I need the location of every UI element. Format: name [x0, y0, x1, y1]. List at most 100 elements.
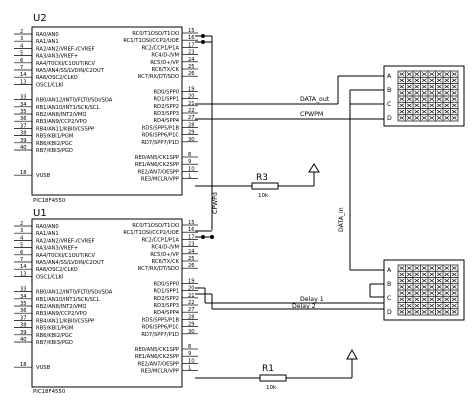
- chip-u1-pin-number: 1: [188, 366, 191, 372]
- led-matrix-top-pin-label: D: [387, 115, 392, 122]
- led-matrix-bottom-pin-label: D: [387, 309, 392, 316]
- resistor-r1[interactable]: [259, 374, 287, 382]
- chip-u1-pin-number: 27: [188, 307, 195, 313]
- chip-u1-pin-number: 37: [20, 315, 27, 321]
- chip-u2-pin-number: 14: [20, 72, 27, 78]
- chip-u2-pin-number: 29: [188, 130, 195, 136]
- chip-u1-pin-number: 10: [188, 358, 195, 364]
- chip-u1-pin-number: 19: [188, 278, 195, 284]
- chip-u1-pin-label: OSC1/CLKI: [36, 274, 64, 280]
- chip-u1-pin-number: 28: [188, 314, 195, 320]
- chip-u1-pin-label: RA0/AN0: [36, 224, 59, 230]
- chip-u2-pin-label: RD0/SPP0: [154, 89, 180, 95]
- chip-u1-pin-label: RE0/AN5/CK1SPP: [135, 347, 179, 353]
- chip-u2-pin-number: 28: [188, 122, 195, 128]
- chip-u1-pin-number: 40: [20, 337, 27, 343]
- chip-u2-pin-number: 1: [188, 174, 191, 180]
- chip-u2-pin-number: 3: [20, 36, 23, 42]
- chip-u2-pin-number: 15: [188, 28, 195, 34]
- chip-u2-pin-label: RA0/AN0: [36, 32, 59, 38]
- chip-u1-pin-number: 15: [188, 220, 195, 226]
- chip-u1-pin-number: 8: [188, 344, 191, 350]
- chip-u1-pin-label: RD2/SPP2: [154, 296, 180, 302]
- chip-u1-pin-label: RE1/AN6/CK2SPP: [135, 354, 179, 360]
- chip-u2-pin-number: 30: [188, 137, 195, 143]
- chip-u1-pin-label: RA4/T0CKI/C1OUT/RCV: [36, 253, 95, 259]
- chip-u1-ref: U1: [33, 208, 47, 219]
- chip-u1-pin-label: RA3/AN3/VREF+: [36, 246, 78, 252]
- chip-u2-pin-label: RD1/SPP1: [154, 97, 180, 103]
- chip-u2-pin-label: RE0/AN5/CK1SPP: [135, 155, 179, 161]
- chip-u1-pin-label: RE3/MCLR/VPP: [141, 369, 179, 375]
- chip-u1-pin-number: 22: [188, 300, 195, 306]
- chip-u2-pin-label: RA3/AN3/VREF+: [36, 54, 78, 60]
- chip-u1-pin-label: RA6/OSC2/CLKO: [36, 267, 78, 273]
- chip-u2-pin-number: 25: [188, 64, 195, 70]
- chip-u2-pin-number: 38: [20, 131, 27, 137]
- chip-u2-pin-label: RB0/AN12/INT0/FLT0/SDI/SDA: [36, 98, 113, 104]
- chip-u1-pin-number: 38: [20, 323, 27, 329]
- chip-u1-pin-label: RB4/AN11/KBI0/CSSPP: [36, 318, 94, 324]
- chip-u1-pin-label: RB0/AN12/INT0/FLT0/SDI/SDA: [36, 290, 113, 296]
- chip-u2-pin-label: RB3/AN9/CCP2/VPO: [36, 119, 87, 125]
- chip-u1-pin-label: RA1/AN1: [36, 231, 59, 237]
- chip-u2-pin-number: 10: [188, 166, 195, 172]
- chip-u2-pin-number: 26: [188, 71, 195, 77]
- wiring: [195, 34, 385, 379]
- net-data-in: DATA_in: [338, 207, 345, 232]
- resistor-r3[interactable]: [251, 182, 279, 190]
- chip-u2-pin-number: 39: [20, 138, 27, 144]
- chip-u2-pin-number: 19: [188, 86, 195, 92]
- chip-u2-pin-number: 2: [20, 29, 23, 35]
- chip-u1-pin-number: 23: [188, 242, 195, 248]
- net-delay2: Delay 2: [292, 303, 316, 310]
- chip-u2-pin-number: 18: [20, 170, 27, 176]
- chip-u1-pin-label: RD0/SPP0: [154, 281, 180, 287]
- resistor-r3-value: 10k: [258, 193, 269, 199]
- chip-u2-pin-number: 34: [20, 102, 27, 108]
- chip-u1-pin-label: RC5/D+/VP: [150, 252, 179, 258]
- chip-u1-pin-label: RC2/CCP1/P1A: [142, 237, 180, 243]
- chip-u1-pin-label: RD7/SPP7/P1D: [141, 332, 179, 338]
- chip-u1-pin-label: VUSB: [36, 365, 51, 371]
- chip-u2-pin-label: RD7/SPP7/P1D: [141, 140, 179, 146]
- chip-u1-pin-number: 2: [20, 221, 23, 227]
- chip-u2-pin-label: RB2/AN8/INT2/VMO: [36, 112, 86, 118]
- chip-u2-pin-number: 40: [20, 145, 27, 151]
- chip-u2-pin-number: 6: [20, 58, 23, 64]
- chip-u2-pin-label: RB5/KBI1/PGM: [36, 134, 73, 140]
- chip-u1-pin-label: RD5/SPP5/P1B: [142, 317, 180, 323]
- chip-u2-pin-number: 22: [188, 108, 195, 114]
- led-matrix-top-pin-label: B: [387, 87, 391, 94]
- chip-u1-pin-label: RE2/AN7/OESPP: [138, 361, 179, 367]
- chip-u2-pin-number: 9: [188, 159, 191, 165]
- chip-u2-pin-label: RD4/SPP4: [154, 118, 180, 124]
- chip-u2-pin-number: 8: [188, 152, 191, 158]
- chip-u2-pin-number: 24: [188, 57, 195, 63]
- chip-u1-pin-number: 33: [20, 287, 27, 293]
- chip-u2-pin-number: 13: [20, 79, 27, 85]
- chip-u1-pin-number: 3: [20, 228, 23, 234]
- chip-u1-pin-label: RC0/T1OSO/T1CKI: [132, 223, 179, 229]
- chip-u2-pin-number: 7: [20, 65, 23, 71]
- chip-u2-pin-label: RC1/T1OSI/CCP2/UOE: [123, 38, 179, 44]
- chip-u2-pin-number: 4: [20, 43, 24, 49]
- chip-u1-pin-label: RB1/AN10/INT1/SCK/SCL: [36, 297, 100, 303]
- chip-u2-pin-label: RE3/MCLR/VPP: [141, 177, 179, 183]
- chip-u1-pin-label: RD1/SPP1: [154, 289, 180, 295]
- chip-u1-pin-number: 39: [20, 330, 27, 336]
- chip-u1-pin-number: 29: [188, 322, 195, 328]
- chip-u2-pin-label: RD6/SPP6/P1C: [142, 133, 180, 139]
- chip-u2-pin-number: 21: [188, 101, 195, 107]
- resistor-r1-ref: R1: [262, 364, 274, 374]
- chip-u1-pin-number: 36: [20, 308, 27, 314]
- chip-u2-pin-label: RE2/AN7/OESPP: [138, 169, 179, 175]
- chip-u2-pin-label: RA5/AN4/SS/LVDIN/C2OUT: [36, 68, 105, 74]
- chip-u1-pin-number: 26: [188, 263, 195, 269]
- chip-u2-body: [31, 26, 183, 196]
